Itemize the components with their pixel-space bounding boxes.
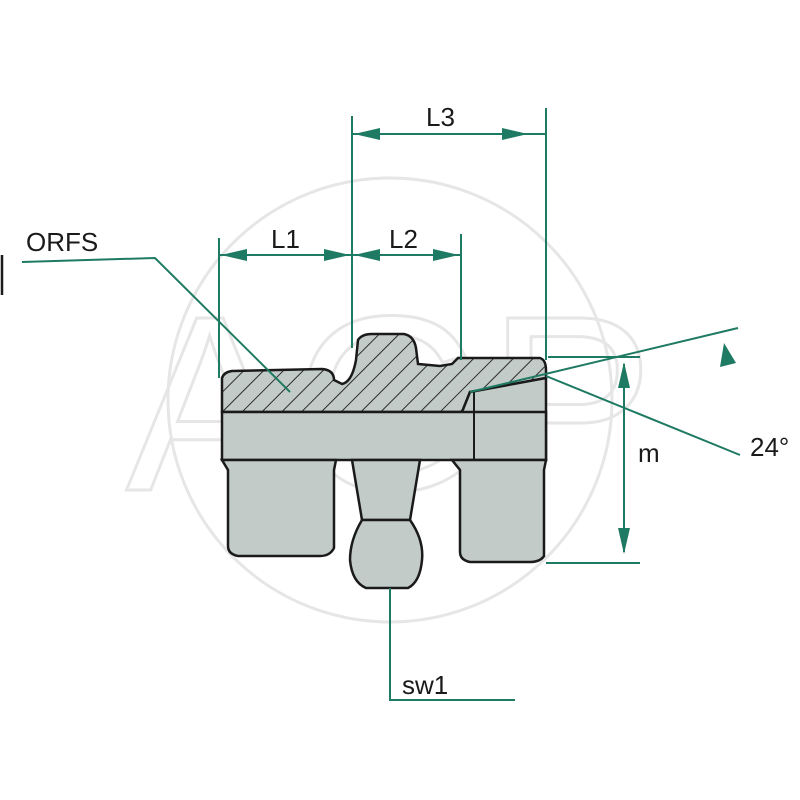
angle-line-2: [545, 375, 741, 456]
orfs-leader: [21, 256, 291, 393]
l1-arrow-left: [221, 249, 247, 261]
hex-neck: [350, 458, 422, 522]
m-arrow-bottom: [618, 528, 630, 554]
fitting-body: [219, 332, 548, 590]
dimensions: [21, 108, 741, 701]
m-arrow-top: [618, 362, 630, 388]
m-label: m: [638, 438, 660, 468]
hex-nut: [348, 518, 424, 590]
l3-arrow-left: [354, 128, 380, 140]
right-thread-section: [449, 458, 548, 564]
angle-label: 24°: [750, 432, 789, 462]
left-thread-section: [219, 458, 338, 558]
l2-arrow-left: [354, 249, 380, 261]
angle-arrow: [720, 343, 736, 367]
l3-arrow-right: [502, 128, 528, 140]
l2-arrow-right: [433, 249, 459, 261]
bore-band: [220, 410, 548, 462]
sw1-label: sw1: [402, 670, 448, 700]
hatched-section: [220, 332, 548, 414]
angle-line-1: [469, 327, 739, 393]
l3-label: L3: [426, 102, 455, 132]
orfs-label: ORFS: [26, 227, 98, 257]
l1-arrow-right: [324, 249, 350, 261]
l1-label: L1: [271, 224, 300, 254]
l2-label: L2: [389, 224, 418, 254]
sw1-leader: [389, 588, 515, 701]
